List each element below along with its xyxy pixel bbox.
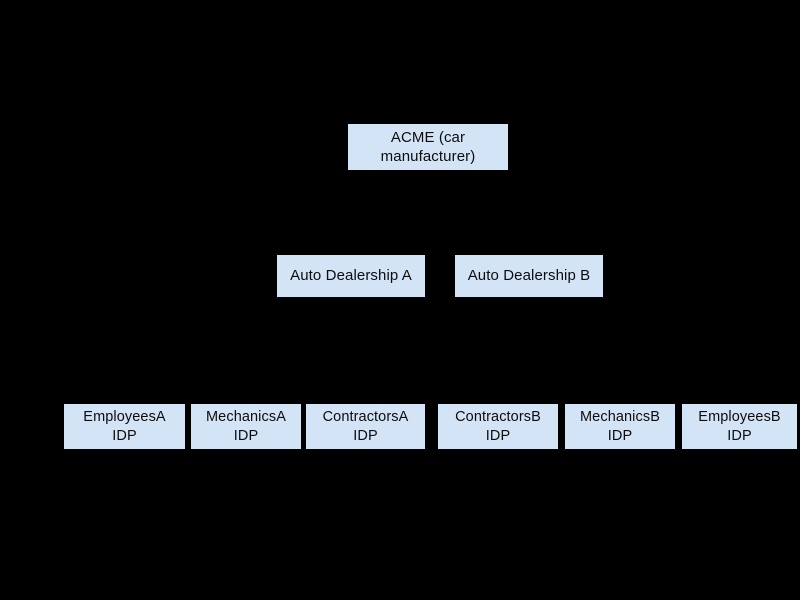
node-contractors-a-idp[interactable]: ContractorsA IDP: [306, 404, 425, 449]
node-dealership-a[interactable]: Auto Dealership A: [277, 255, 425, 297]
node-employees-b-idp[interactable]: EmployeesB IDP: [682, 404, 797, 449]
node-employees-a-idp[interactable]: EmployeesA IDP: [64, 404, 185, 449]
node-mechanics-b-idp[interactable]: MechanicsB IDP: [565, 404, 675, 449]
node-acme[interactable]: ACME (car manufacturer): [348, 124, 508, 170]
node-mechanics-a-idp[interactable]: MechanicsA IDP: [191, 404, 301, 449]
node-contractors-b-idp[interactable]: ContractorsB IDP: [438, 404, 558, 449]
node-dealership-b[interactable]: Auto Dealership B: [455, 255, 603, 297]
